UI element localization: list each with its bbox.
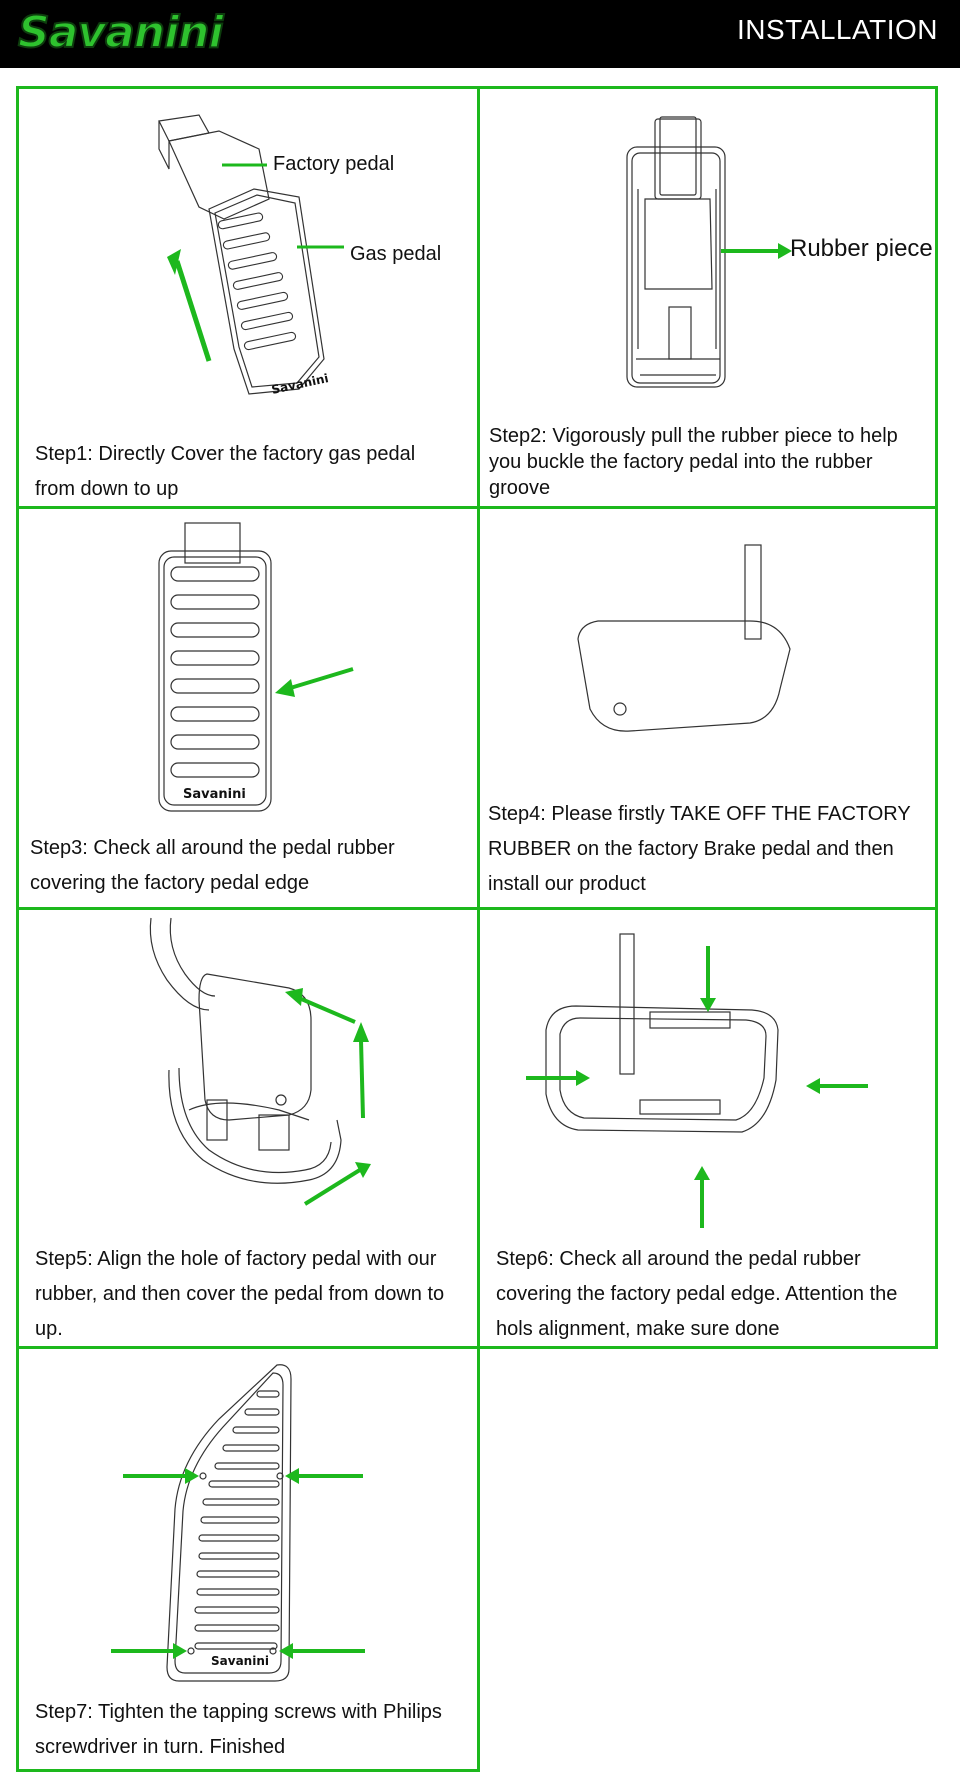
brand-logo: Savanini — [17, 6, 228, 60]
pedal-cover-illustration — [158, 522, 354, 812]
grid-border-bottom — [16, 1769, 480, 1772]
gas-pedal-illustration — [158, 114, 344, 395]
step-1-panel: Factory pedal Gas pedal Savanini Step1: … — [19, 89, 477, 506]
tapping-screws-illustration — [111, 1364, 365, 1682]
grid-border-right — [935, 86, 938, 1349]
step-5-panel: Step5: Align the hole of factory pedal w… — [19, 910, 477, 1346]
brand-logo-text: Savanini — [17, 6, 225, 59]
pedal-brand-stamp: Savanini — [183, 787, 246, 802]
step-3-panel: Savanini Step3: Check all around the ped… — [19, 509, 477, 907]
grid-divider-vertical — [477, 86, 480, 1772]
page-title: INSTALLATION — [736, 14, 938, 45]
check-edge-illustration — [526, 933, 868, 1228]
brake-pedal-illustration — [577, 544, 791, 732]
grid-border-left — [16, 86, 19, 1772]
gas-pedal-label: Gas pedal — [350, 243, 442, 265]
step-7-caption: Step7: Tighten the tapping screws with P… — [35, 1701, 442, 1758]
pedal-brand-stamp: Savanini — [211, 1654, 269, 1668]
step-2-caption: Step2: Vigorously pull the rubber piece … — [489, 425, 898, 499]
step-6-caption: Step6: Check all around the pedal rubber… — [496, 1248, 898, 1340]
step-6-panel: Step6: Check all around the pedal rubber… — [480, 910, 935, 1346]
step-7-panel: Savanini Step7: Tighten the tapping scre… — [19, 1349, 477, 1769]
step-3-caption: Step3: Check all around the pedal rubber… — [30, 837, 395, 894]
step-4-panel: Step4: Please firstly TAKE OFF THE FACTO… — [480, 509, 935, 907]
factory-pedal-label: Factory pedal — [273, 153, 395, 175]
rubber-piece-illustration — [626, 116, 792, 388]
rubber-piece-label: Rubber piece — [790, 235, 933, 262]
step-1-caption: Step1: Directly Cover the factory gas pe… — [35, 443, 416, 500]
grid-divider-row1 — [16, 506, 938, 509]
header-bar: Savanini INSTALLATION — [0, 0, 960, 68]
step-4-caption: Step4: Please firstly TAKE OFF THE FACTO… — [488, 803, 911, 895]
step-2-panel: Rubber piece Step2: Vigorously pull the … — [480, 89, 935, 506]
grid-divider-row2 — [16, 907, 938, 910]
align-hole-illustration — [149, 917, 371, 1206]
step-5-caption: Step5: Align the hole of factory pedal w… — [35, 1248, 445, 1340]
grid-divider-row3 — [16, 1346, 938, 1349]
